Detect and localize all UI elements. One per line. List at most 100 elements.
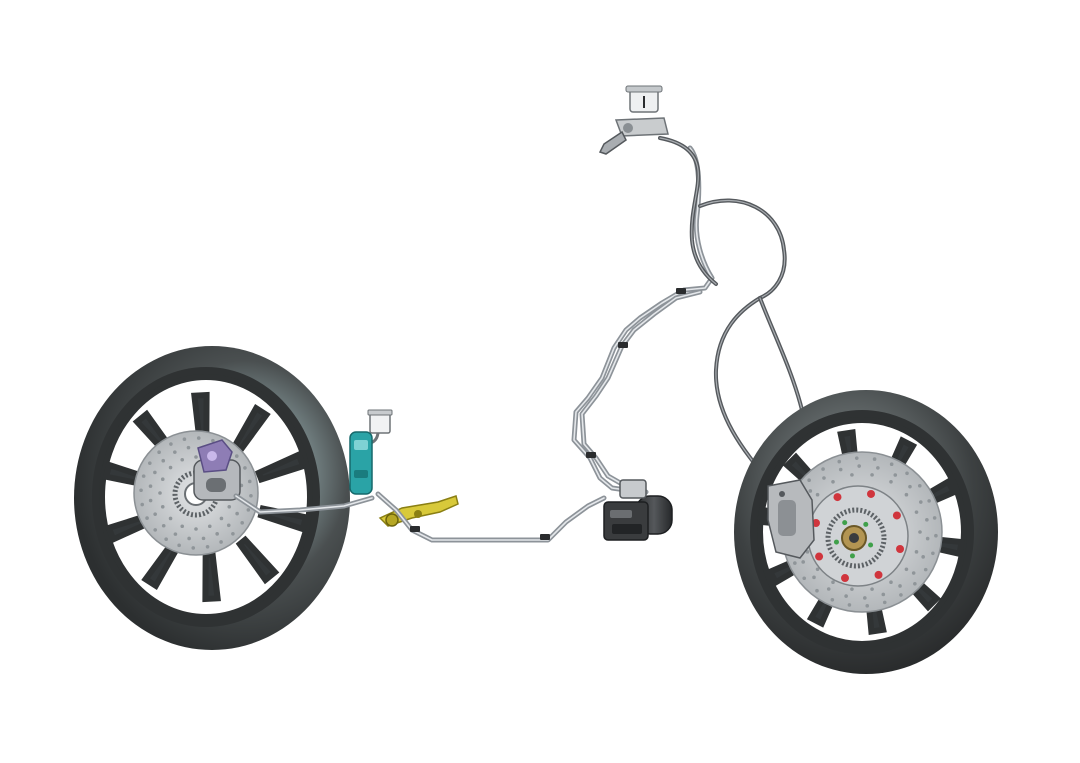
front-carrier-bolts	[811, 489, 905, 583]
disc-drill-hole	[140, 502, 145, 507]
rear-brake-pedal	[378, 495, 459, 527]
disc-drill-hole	[815, 492, 820, 497]
bolt	[833, 539, 839, 545]
disc-drill-hole	[153, 528, 158, 532]
disc-drill-hole	[914, 550, 919, 554]
disc-drill-hole	[157, 450, 161, 455]
bolt	[840, 574, 849, 583]
disc-drill-hole	[925, 518, 929, 522]
disc-drill-hole	[850, 473, 854, 477]
disc-drill-hole	[207, 524, 212, 529]
disc-drill-hole	[911, 571, 916, 575]
disc-drill-hole	[246, 508, 251, 512]
disc-drill-hole	[793, 561, 797, 565]
front-hub-bolts	[833, 520, 874, 559]
disc-drill-hole	[205, 544, 210, 549]
disc-drill-hole	[872, 457, 877, 461]
disc-drill-hole	[194, 455, 198, 459]
bolt	[874, 570, 883, 579]
disc-drill-hole	[918, 530, 922, 534]
disc-drill-hole	[235, 511, 239, 516]
disc-drill-hole	[173, 532, 178, 536]
disc-drill-hole	[921, 555, 925, 559]
disc-drill-hole	[865, 604, 870, 608]
disc-drill-hole	[160, 504, 165, 509]
disc-drill-hole	[917, 483, 922, 488]
disc-drill-hole	[838, 467, 843, 472]
disc-drill-hole	[153, 470, 157, 475]
disc-drill-hole	[898, 584, 902, 588]
disc-drill-hole	[177, 543, 181, 548]
disc-drill-hole	[889, 580, 893, 585]
disc-drill-hole	[847, 603, 852, 607]
disc-drill-hole	[844, 594, 848, 598]
disc-drill-hole	[904, 492, 909, 497]
hose-front-master	[658, 136, 718, 286]
disc-drill-hole	[148, 461, 152, 465]
disc-drill-hole	[913, 581, 917, 586]
disc-drill-hole	[889, 462, 894, 467]
disc-drill-hole	[927, 499, 931, 503]
disc-drill-hole	[196, 436, 201, 440]
disc-drill-hole	[837, 459, 842, 464]
disc-drill-hole	[870, 473, 874, 477]
disc-drill-hole	[931, 551, 935, 556]
disc-drill-hole	[161, 458, 166, 463]
bolt	[842, 520, 848, 526]
disc-drill-hole	[243, 466, 247, 470]
disc-drill-hole	[219, 540, 223, 544]
disc-drill-hole	[234, 454, 239, 458]
bolt	[867, 489, 876, 498]
disc-drill-hole	[145, 516, 149, 520]
rim-spoke	[202, 551, 221, 603]
disc-drill-hole	[168, 516, 173, 521]
disc-drill-hole	[168, 465, 173, 470]
disc-drill-hole	[161, 523, 166, 528]
disc-drill-hole	[219, 516, 224, 521]
disc-drill-hole	[826, 587, 831, 591]
disc-drill-hole	[812, 575, 816, 580]
disc-drill-hole	[925, 536, 930, 541]
disc-drill-hole	[857, 464, 861, 468]
disc-drill-hole	[211, 438, 215, 443]
disc-drill-hole	[807, 478, 811, 483]
disc-drill-hole	[801, 560, 805, 564]
disc-drill-hole	[182, 437, 187, 442]
bolt	[896, 545, 905, 554]
disc-drill-hole	[180, 457, 185, 462]
disc-drill-hole	[164, 537, 168, 541]
disc-drill-hole	[139, 488, 143, 493]
disc-drill-hole	[805, 550, 810, 554]
disc-drill-hole	[187, 536, 191, 541]
disc-drill-hole	[802, 576, 807, 581]
disc-drill-hole	[876, 466, 880, 470]
disc-drill-hole	[821, 467, 825, 471]
disc-drill-hole	[173, 450, 177, 454]
disc-drill-hole	[160, 477, 165, 482]
disc-drill-hole	[914, 510, 919, 514]
disc-drill-hole	[180, 524, 185, 529]
disc-drill-hole	[158, 491, 162, 495]
disc-drill-hole	[191, 546, 196, 550]
disc-drill-hole	[148, 498, 153, 503]
disc-drill-hole	[194, 527, 198, 531]
disc-drill-hole	[850, 587, 854, 591]
disc-drill-hole	[831, 479, 835, 484]
front-wheel	[734, 390, 998, 674]
disc-drill-hole	[148, 484, 153, 488]
rear-wheel	[74, 346, 350, 650]
disc-drill-hole	[882, 600, 887, 605]
disc-drill-hole	[908, 484, 912, 489]
front-brake-caliper	[767, 479, 815, 559]
disc-drill-hole	[854, 456, 859, 460]
disc-drill-hole	[815, 588, 819, 593]
bolt	[815, 552, 824, 561]
disc-drill-hole	[899, 593, 903, 597]
disc-drill-hole	[904, 567, 909, 572]
disc-drill-hole	[923, 567, 928, 572]
disc-drill-hole	[863, 596, 867, 600]
bolt	[868, 542, 874, 548]
disc-drill-hole	[881, 592, 886, 597]
disc-drill-hole	[893, 473, 898, 477]
